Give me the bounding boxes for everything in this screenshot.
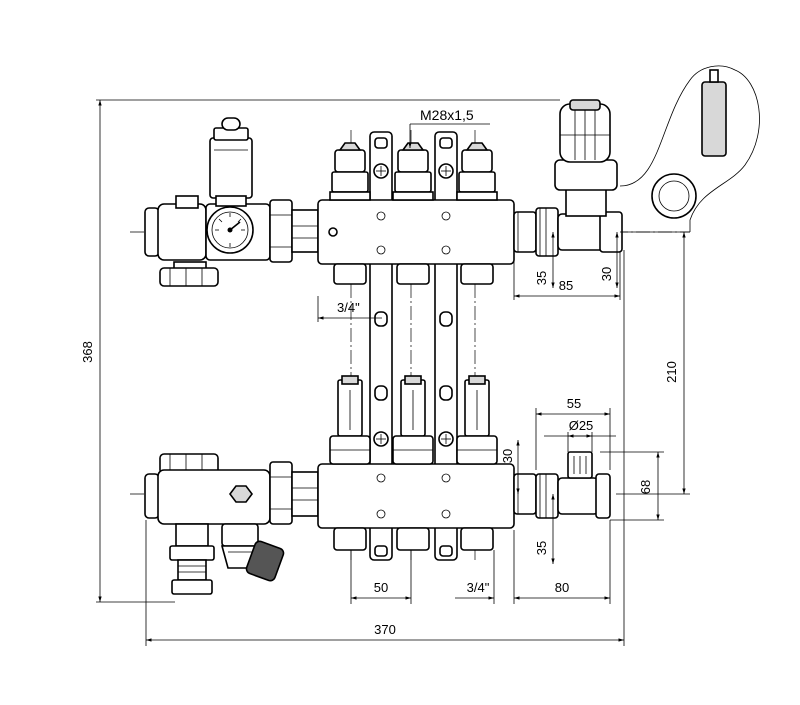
dim-outlet-spacing: 50 (374, 580, 388, 595)
dim-bottom-35: 35 (534, 541, 549, 555)
flow-meters (329, 375, 498, 465)
supply-valve-heads (329, 142, 498, 201)
dim-top-85: 85 (559, 278, 573, 293)
dim-bottom-80: 80 (555, 580, 569, 595)
supply-manifold (144, 117, 537, 287)
dim-valve-55: 55 (567, 396, 581, 411)
dim-pipe-top: 3/4" (337, 300, 360, 315)
dimension-labels: 368 370 M28x1,5 35 30 85 3/4" 210 55 Ø25… (80, 107, 679, 637)
dim-overall-width: 370 (374, 622, 396, 637)
dim-diameter-25: Ø25 (569, 418, 594, 433)
return-manifold (144, 375, 611, 595)
dimension-lines (96, 99, 690, 646)
gauge-ticks (215, 213, 245, 247)
dim-height-30: 30 (500, 449, 515, 463)
dim-pipe-bottom: 3/4" (467, 580, 490, 595)
dim-thread: M28x1,5 (420, 107, 474, 123)
thermostatic-head (535, 65, 760, 257)
dim-overall-height: 368 (80, 341, 95, 363)
dim-top-35: 35 (534, 271, 549, 285)
dim-top-30: 30 (599, 267, 614, 281)
dim-centre-distance: 210 (664, 361, 679, 383)
dim-height-68: 68 (638, 480, 653, 494)
